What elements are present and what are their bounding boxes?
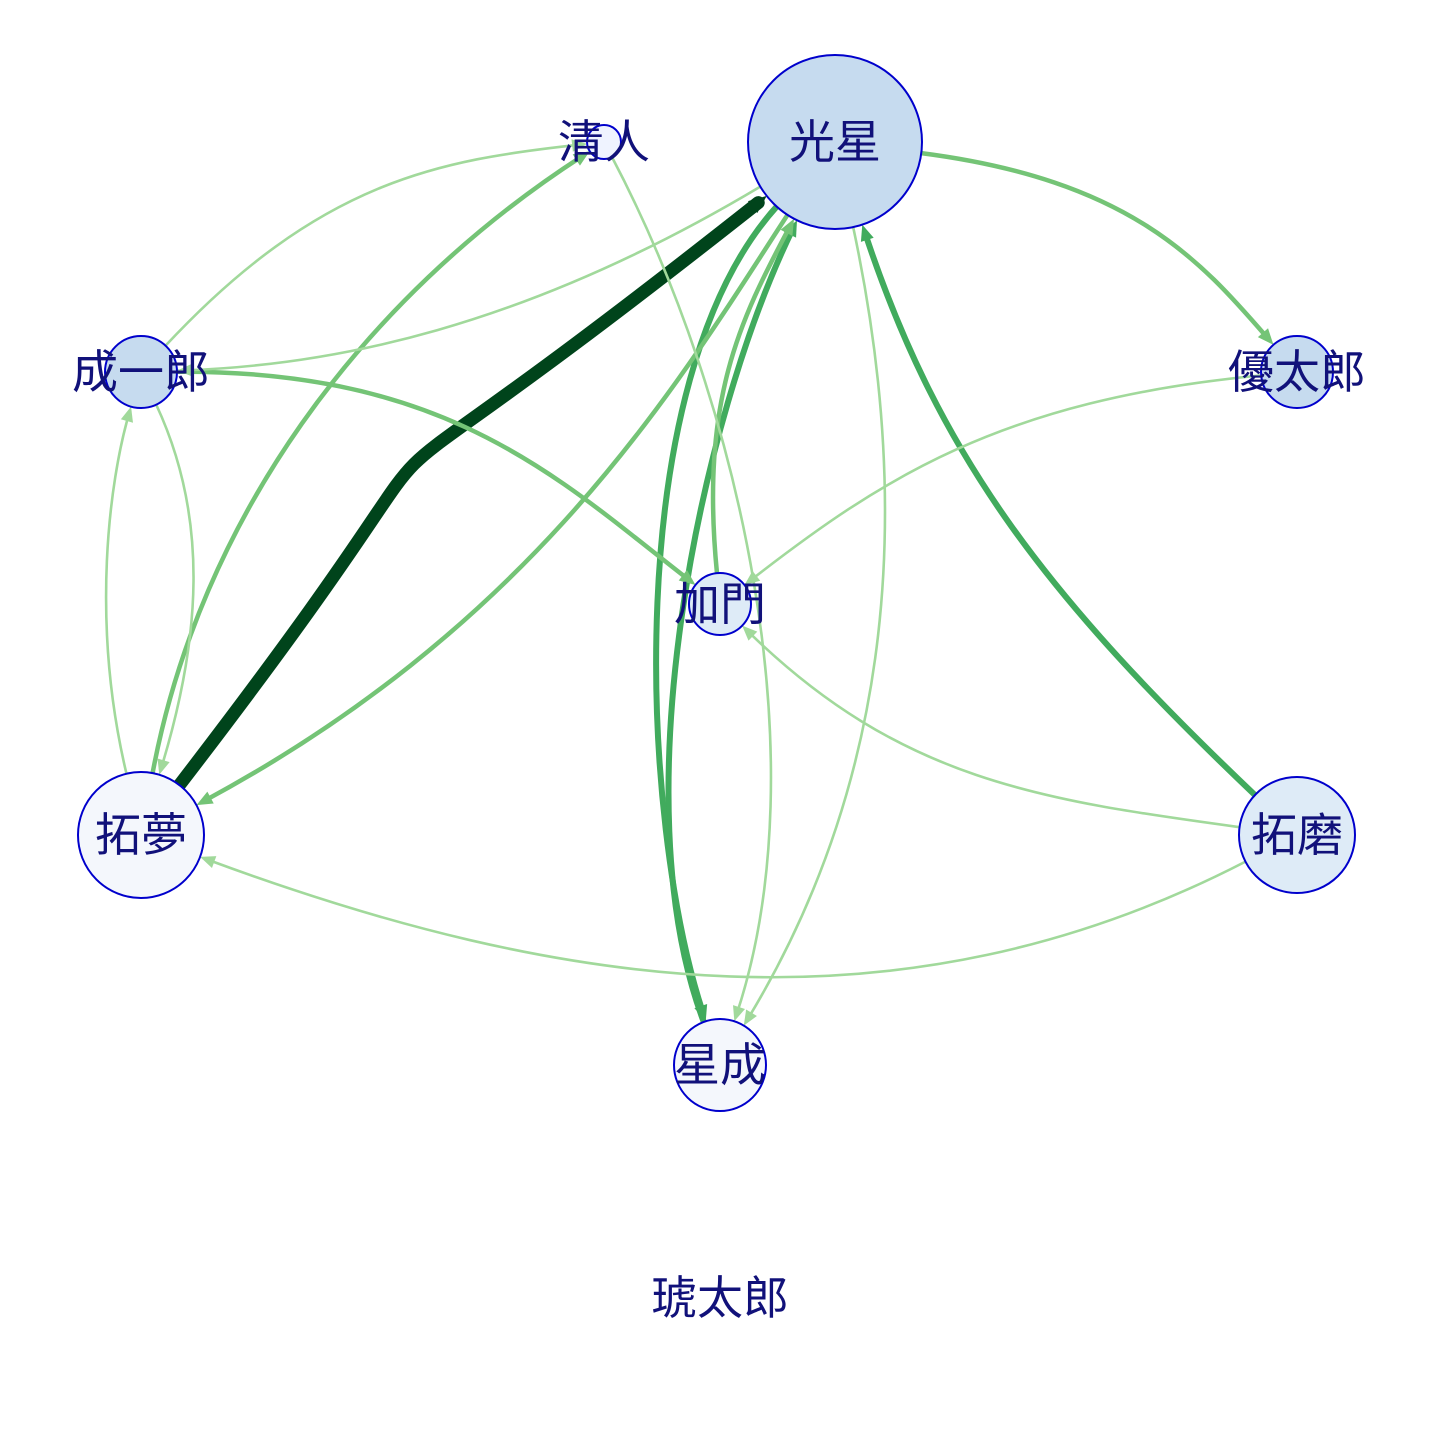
node-kiyoto[interactable]: 清人 [558,115,650,169]
arrowhead-icon [747,195,767,214]
edge-line [202,212,790,803]
node-kotarou[interactable]: 琥太郎 [651,1271,789,1325]
edge-line [164,143,580,347]
node-label: 優太郎 [1228,345,1366,399]
node-takumu[interactable]: 拓夢 [77,771,205,899]
node-label: 拓磨 [1251,808,1343,862]
edge-kousei-to-seiichirou [176,185,762,377]
arrowhead-icon [120,406,133,423]
node-takuma[interactable]: 拓磨 [1238,776,1356,894]
edge-line [104,413,130,776]
arrowhead-icon [744,570,761,586]
edge-line [919,150,1270,340]
edge-takuma-to-takumu [200,856,1247,979]
node-kousei[interactable]: 光星 [747,54,923,230]
node-seisei[interactable]: 星成 [673,1018,767,1112]
node-label: 光星 [789,115,881,169]
edge-takumu-to-seiichirou [104,406,133,776]
node-label: 琥太郎 [651,1271,789,1325]
arrowhead-icon [196,791,214,806]
node-label: 成一郎 [72,345,210,399]
edge-takumu-to-kousei [172,195,767,792]
edge-line [150,154,584,776]
node-seiichirou[interactable]: 成一郎 [72,335,210,409]
edge-line [710,224,792,576]
arrowhead-icon [571,139,588,152]
arrowhead-icon [157,758,170,775]
node-circle [104,335,178,409]
node-circle [673,1018,767,1112]
arrowhead-icon [780,218,795,237]
arrowhead-icon [678,569,696,586]
node-yuutarou[interactable]: 優太郎 [1228,335,1366,409]
edge-kousei-to-seisei [743,225,887,1026]
edge-takuma-to-kamon [742,625,1241,829]
arrowhead-icon [572,151,590,166]
node-circle [747,54,923,230]
node-circle [1238,776,1356,894]
edge-kousei-to-takumu [196,212,790,806]
edge-line [154,403,195,768]
edge-line [184,185,762,372]
arrowhead-icon [694,1003,708,1022]
node-label: 加門 [674,577,766,631]
arrowhead-icon [743,1009,757,1026]
edge-seiichirou-to-kiyoto [164,139,588,347]
node-circle [77,771,205,899]
edge-line [862,230,1258,799]
edge-takuma-to-kousei [860,224,1258,799]
node-label: 拓夢 [95,808,187,862]
edge-seiichirou-to-kamon [174,369,696,586]
arrowhead-icon [1257,328,1274,345]
edge-line [747,225,887,1020]
arrowhead-icon [860,224,874,242]
node-circle [586,124,622,160]
edge-kamon-to-kousei [710,218,795,576]
arrowhead-icon [742,625,758,641]
edge-seiichirou-to-takumu [154,403,195,775]
edge-kousei-to-seisei [653,203,780,1022]
node-label: 清人 [558,115,650,169]
arrowhead-icon [733,1005,745,1022]
edge-line [653,203,780,1016]
arrowhead-icon [176,363,193,377]
edge-yuutarou-to-kamon [744,374,1263,586]
node-label: 星成 [674,1038,766,1092]
arrowhead-icon [200,856,217,868]
node-circle [688,572,752,636]
node-kamon[interactable]: 加門 [674,572,766,636]
edge-line [207,858,1247,979]
edges-layer [104,139,1274,1026]
node-circle [1260,335,1334,409]
edge-line [174,369,691,582]
edge-line [172,196,765,792]
edge-line [747,630,1241,829]
edge-kousei-to-yuutarou [919,150,1274,345]
edge-takumu-to-kiyoto [150,151,590,776]
edge-line [750,374,1263,581]
